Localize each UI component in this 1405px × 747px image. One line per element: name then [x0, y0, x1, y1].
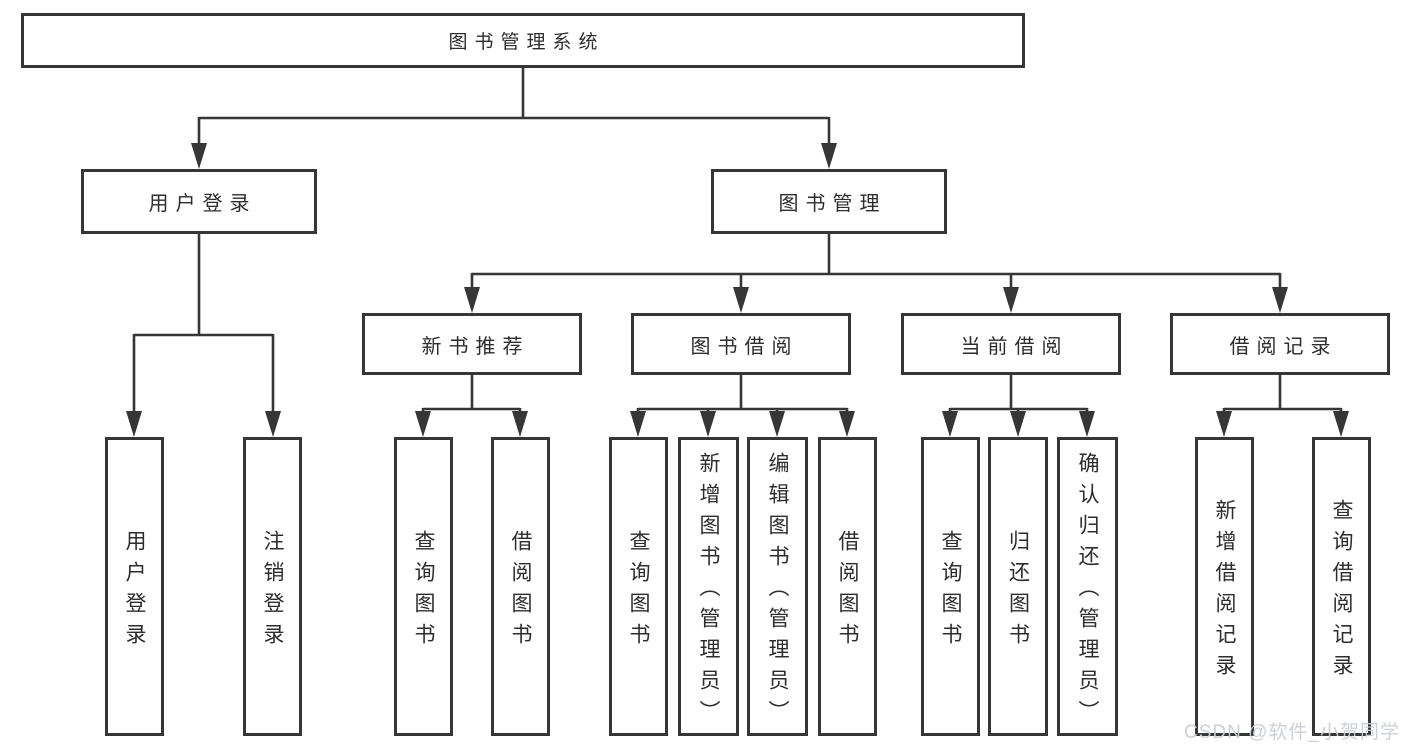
arrow-down-icon	[126, 411, 142, 437]
arrow-down-icon	[191, 143, 207, 169]
leaf-add-book-admin: 新增图书（管理员）	[678, 437, 739, 736]
connector-lines	[132, 67, 1343, 416]
leaf-return-books-label: 归还图书	[1006, 529, 1030, 654]
arrow-down-icon	[1010, 411, 1026, 437]
leaf-query-books-current: 查询图书	[921, 437, 980, 736]
leaf-query-books-recommend-label: 查询图书	[412, 529, 435, 654]
connector-new-rec-children	[421, 374, 522, 416]
arrow-down-icon	[1216, 411, 1232, 437]
connector-current-borrow-children	[948, 374, 1089, 416]
node-current-borrow-label: 当前借阅	[960, 335, 1069, 358]
arrow-down-icon	[821, 143, 837, 169]
leaf-query-books-current-label: 查询图书	[939, 529, 962, 654]
leaf-confirm-return-admin-label: 确认归还（管理员）	[1076, 452, 1099, 731]
arrow-down-icon	[265, 411, 281, 437]
leaf-user-login-label: 用户登录	[123, 529, 146, 654]
arrowheads	[126, 143, 1349, 437]
node-book-management-label: 图书管理	[778, 193, 887, 215]
arrow-down-icon	[1003, 287, 1019, 313]
leaf-query-borrow-record: 查询借阅记录	[1312, 437, 1371, 736]
node-current-borrow: 当前借阅	[901, 313, 1121, 375]
arrow-down-icon	[464, 287, 480, 313]
node-new-book-recommend-label: 新书推荐	[421, 335, 530, 358]
arrow-down-icon	[839, 411, 855, 437]
leaf-borrow-books: 借阅图书	[818, 437, 877, 736]
arrow-down-icon	[942, 411, 958, 437]
arrow-down-icon	[512, 411, 528, 437]
leaf-borrow-books-recommend: 借阅图书	[491, 437, 550, 736]
arrow-down-icon	[1333, 411, 1349, 437]
node-root-label: 图书管理系统	[448, 32, 605, 53]
node-borrow-records-label: 借阅记录	[1229, 335, 1338, 358]
leaf-query-books-borrow-label: 查询图书	[627, 529, 650, 654]
leaf-query-books-recommend: 查询图书	[394, 437, 453, 736]
leaf-query-books-borrow: 查询图书	[609, 437, 668, 736]
connector-borrow-records-children	[1222, 374, 1343, 416]
leaf-query-borrow-record-label: 查询借阅记录	[1330, 498, 1353, 685]
leaf-return-books: 归还图书	[988, 437, 1048, 736]
arrow-down-icon	[733, 287, 749, 313]
leaf-edit-book-admin-label: 编辑图书（管理员）	[766, 452, 789, 731]
arrow-down-icon	[769, 411, 785, 437]
leaf-logout-label: 注销登录	[261, 529, 284, 654]
leaf-confirm-return-admin: 确认归还（管理员）	[1057, 437, 1118, 736]
leaf-add-book-admin-label: 新增图书（管理员）	[697, 452, 720, 731]
leaf-borrow-books-label: 借阅图书	[836, 529, 859, 654]
leaf-logout: 注销登录	[243, 437, 302, 736]
watermark: CSDN @软件_小贺同学	[1184, 722, 1400, 743]
leaf-edit-book-admin: 编辑图书（管理员）	[747, 437, 808, 736]
arrow-down-icon	[1272, 287, 1288, 313]
arrow-down-icon	[415, 411, 431, 437]
connector-root-to-level2	[197, 67, 831, 149]
arrow-down-icon	[700, 411, 716, 437]
node-root: 图书管理系统	[21, 13, 1025, 68]
node-book-borrow: 图书借阅	[631, 313, 851, 375]
arrow-down-icon	[1079, 411, 1095, 437]
leaf-add-borrow-record-label: 新增借阅记录	[1213, 498, 1236, 685]
leaf-add-borrow-record: 新增借阅记录	[1195, 437, 1254, 736]
node-user-login-label: 用户登录	[148, 193, 257, 215]
connector-book-borrow-children	[636, 374, 849, 416]
node-user-login: 用户登录	[81, 169, 317, 234]
node-book-management: 图书管理	[711, 169, 947, 234]
connector-book-mgmt-children	[470, 233, 1282, 294]
leaf-borrow-books-recommend-label: 借阅图书	[509, 529, 532, 654]
leaf-user-login: 用户登录	[105, 437, 164, 736]
connector-user-login-children	[132, 233, 275, 416]
arrow-down-icon	[630, 411, 646, 437]
node-borrow-records: 借阅记录	[1170, 313, 1390, 375]
node-book-borrow-label: 图书借阅	[690, 335, 799, 358]
node-new-book-recommend: 新书推荐	[362, 313, 582, 375]
